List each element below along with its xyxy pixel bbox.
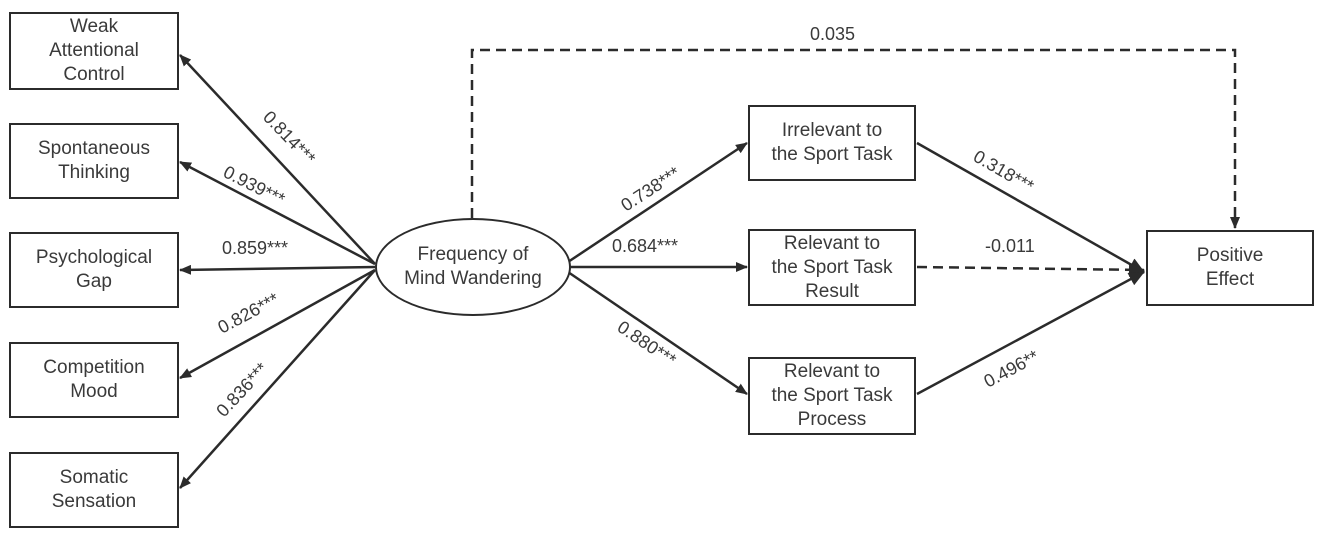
arrow-irrelevant-to-positive — [916, 141, 1145, 274]
arrow-to-relevant-process — [567, 270, 748, 396]
node-label: Spontaneous Thinking — [38, 138, 150, 183]
arrow-result-to-positive — [916, 262, 1145, 277]
node-label: Psychological Gap — [35, 247, 153, 292]
coef-competition-mood: 0.826*** — [214, 289, 282, 338]
node-label: Irrelevant to the Sport Task — [771, 120, 893, 165]
coef-weak-attentional-control: 0.814*** — [259, 107, 319, 168]
node-somatic-sensation: Somatic Sensation — [9, 452, 179, 528]
coef-spontaneous-thinking: 0.939*** — [220, 162, 288, 210]
arrow-direct-to-positive — [470, 48, 1240, 229]
node-weak-attentional-control: Weak Attentional Control — [9, 12, 179, 90]
node-irrelevant-sport-task: Irrelevant to the Sport Task — [748, 105, 916, 181]
node-frequency-mind-wandering: Frequency of Mind Wandering — [375, 218, 571, 316]
node-label: Frequency of Mind Wandering — [404, 244, 542, 289]
coef-somatic-sensation: 0.836*** — [212, 359, 272, 421]
coef-psychological-gap: 0.859*** — [222, 238, 288, 258]
coef-process-to-positive: 0.496** — [980, 346, 1042, 391]
arrow-to-psychological-gap — [179, 264, 376, 275]
arrow-to-irrelevant — [567, 141, 748, 264]
node-label: Somatic Sensation — [51, 467, 137, 512]
arrow-to-spontaneous-thinking — [179, 160, 376, 266]
node-positive-effect: Positive Effect — [1146, 230, 1314, 306]
node-label: Relevant to the Sport Task Result — [771, 232, 893, 302]
node-label: Weak Attentional Control — [49, 16, 139, 85]
coef-result-to-positive: -0.011 — [985, 236, 1035, 256]
coef-relevant-result: 0.684*** — [612, 236, 678, 256]
node-label: Relevant to the Sport Task Process — [771, 361, 893, 430]
node-label: Competition Mood — [43, 357, 145, 402]
arrow-to-competition-mood — [179, 268, 376, 380]
node-label: Positive Effect — [1196, 245, 1264, 290]
arrow-process-to-positive — [916, 270, 1145, 396]
node-spontaneous-thinking: Spontaneous Thinking — [9, 123, 179, 199]
node-relevant-task-result: Relevant to the Sport Task Result — [748, 229, 916, 306]
node-relevant-task-process: Relevant to the Sport Task Process — [748, 357, 916, 435]
node-psychological-gap: Psychological Gap — [9, 232, 179, 308]
coef-irrelevant-to-positive: 0.318*** — [970, 146, 1037, 196]
arrow-to-weak-attentional-control — [179, 54, 376, 265]
node-competition-mood: Competition Mood — [9, 342, 179, 418]
coef-direct-to-positive: 0.035 — [810, 24, 855, 44]
arrow-to-somatic-sensation — [179, 269, 376, 489]
